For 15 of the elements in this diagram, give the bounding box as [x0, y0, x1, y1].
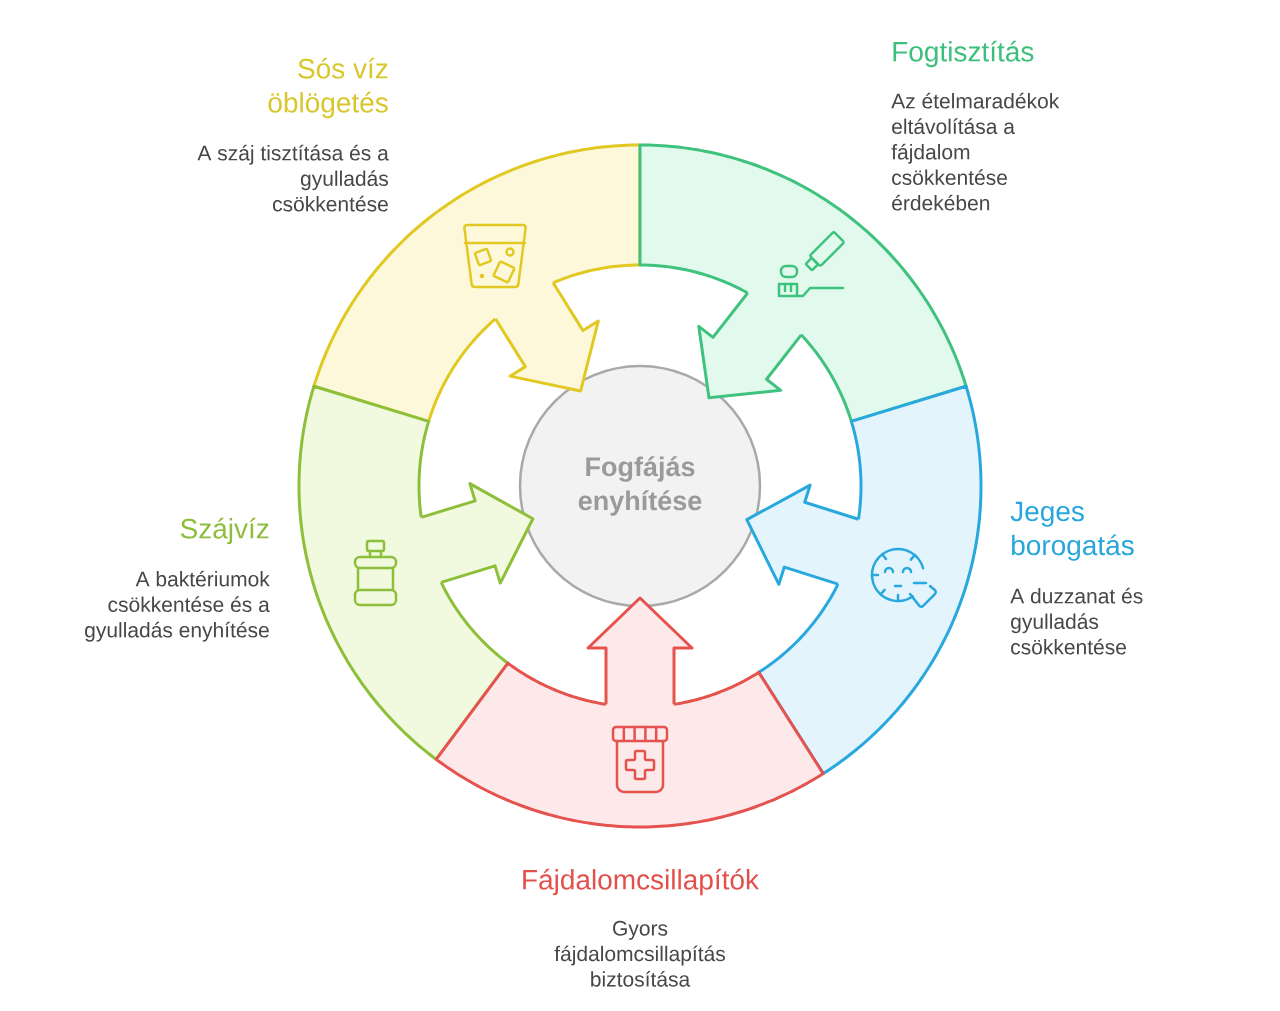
arrow — [586, 596, 694, 706]
section-title: Sós víz öblögetés — [268, 57, 388, 119]
section-title: Szájvíz — [180, 517, 269, 545]
arrow — [745, 483, 860, 586]
description-text: Gyors fájdalomcsillapítás biztosítása — [554, 920, 725, 987]
description-text: A baktériumok csökkentése és a gyulladás enyhítése — [85, 570, 270, 642]
arrow — [493, 281, 600, 393]
description-text: A duzzanat és gyulladás csökkentése — [1010, 587, 1143, 655]
description-text: A száj tisztítása és a gyulladás csökkentése — [197, 144, 389, 212]
arrow — [697, 291, 803, 400]
section-title: Jeges borogatás — [1010, 501, 1134, 561]
section-title: Fogtisztítás — [893, 40, 1034, 68]
section-title: Fájdalomcsillapítók — [523, 868, 760, 896]
arrow — [419, 482, 535, 585]
description-text: Az ételmaradékok eltávolítása a fájdalom csökkentése érdekében — [891, 92, 1060, 211]
